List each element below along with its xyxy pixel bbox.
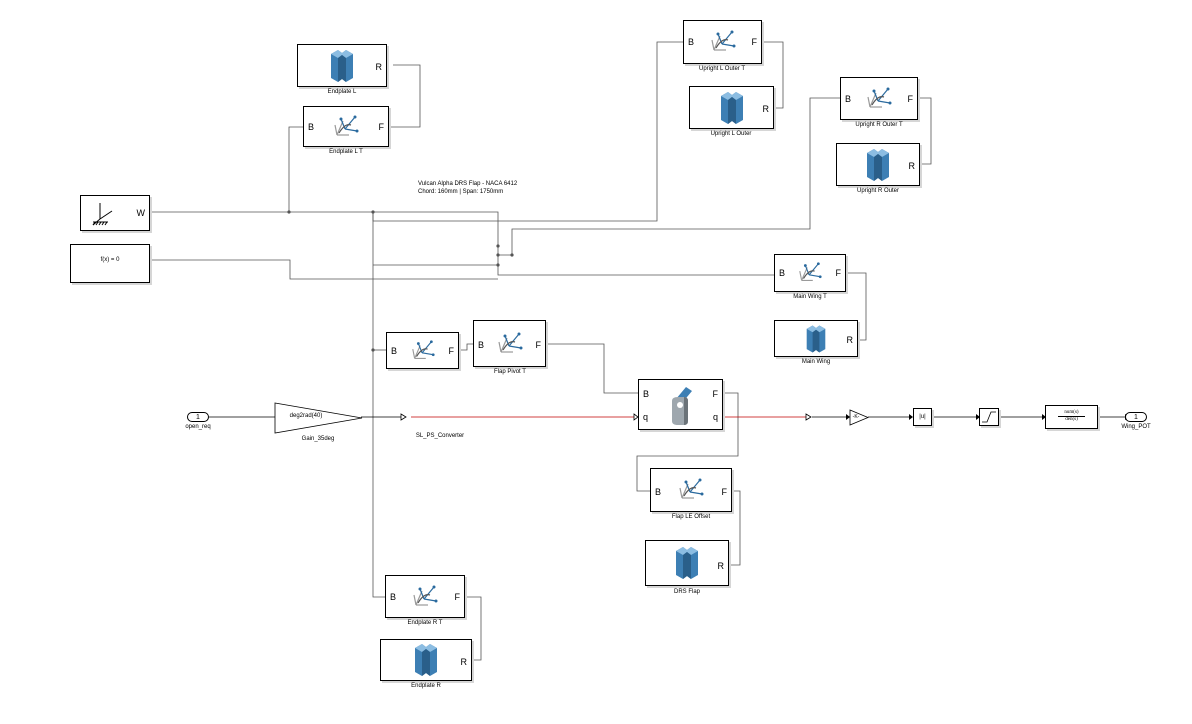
endplate-r-block[interactable]: R xyxy=(380,639,472,681)
solid-body-icon xyxy=(867,148,889,181)
solver-label: f(x) = 0 xyxy=(100,257,120,263)
wire-solver xyxy=(150,259,498,280)
saturation-icon xyxy=(982,411,996,423)
wire-up-l xyxy=(762,41,784,109)
upright-r-outer-t-block[interactable]: B F xyxy=(840,77,918,120)
upright-r-outer-block[interactable]: R xyxy=(836,143,920,186)
wire-main xyxy=(846,272,867,341)
main-wing-label: Main Wing xyxy=(801,359,831,365)
solid-body-icon xyxy=(676,547,698,579)
gain-block[interactable] xyxy=(274,402,364,434)
upright-l-outer-t-label: Upright L Outer T xyxy=(698,66,746,72)
main-wing-t-label: Main Wing T xyxy=(793,294,827,300)
endplate-l-block[interactable]: R xyxy=(297,44,387,87)
flap-le-offset-block[interactable]: B F xyxy=(650,468,732,512)
main-wing-block[interactable]: R xyxy=(774,320,858,357)
flap-pivot-t-block[interactable]: B F xyxy=(473,320,546,367)
endplate-r-t-block[interactable]: B F xyxy=(385,575,465,618)
wire-ep-l xyxy=(389,64,421,128)
upright-l-outer-block[interactable]: R xyxy=(689,86,774,129)
upright-r-outer-t-label: Upright R Outer T xyxy=(855,122,903,128)
gain-label: Gain_35deg xyxy=(301,436,335,442)
endplate-l-t-block[interactable]: B F xyxy=(303,106,389,147)
rigid-transform-icon xyxy=(679,478,704,499)
solid-body-icon xyxy=(806,324,826,353)
wire-upright-r xyxy=(498,97,840,256)
transfer-fcn-block[interactable]: num(s) den(s) xyxy=(1045,405,1098,429)
model-annotation: Vulcan Alpha DRS Flap - NACA 6412 Chord:… xyxy=(418,181,518,195)
gain-k-expr: -K- xyxy=(852,414,860,420)
drs-flap-label: DRS Flap xyxy=(673,589,701,595)
rigid-transform-icon xyxy=(411,339,435,359)
endplate-r-label: Endplate R xyxy=(411,683,441,689)
wire-ep-r xyxy=(465,596,482,661)
wire-pivot-joint xyxy=(546,343,638,394)
upright-l-outer-label: Upright L Outer xyxy=(710,131,752,137)
world-frame-icon xyxy=(92,203,113,226)
flap-le-offset-label: Flap LE Offset xyxy=(671,514,711,520)
drs-flap-block[interactable]: R xyxy=(645,540,729,586)
endplate-r-t-label: Endplate R T xyxy=(407,620,443,626)
abs-block[interactable]: |u| xyxy=(913,408,932,426)
rigid-transform-icon xyxy=(497,332,522,353)
endplate-l-t-label: Endplate L T xyxy=(329,149,363,155)
rigid-transform-icon xyxy=(799,262,822,281)
revolute-joint-icon xyxy=(671,386,692,425)
rigid-transform-icon xyxy=(413,585,438,606)
solid-body-icon xyxy=(331,49,353,82)
rigid-transform-icon xyxy=(334,115,359,136)
flap-pivot-t-label: Flap Pivot T xyxy=(494,369,526,375)
inport-open-req[interactable]: 1 xyxy=(187,412,209,422)
wire-trunk xyxy=(372,212,387,598)
endplate-l-label: Endplate L xyxy=(327,89,357,95)
outport-label: Wing_POT xyxy=(1121,424,1151,430)
rigid-transform-icon xyxy=(710,30,735,51)
main-wing-t-block[interactable]: B F xyxy=(774,254,846,292)
solid-body-icon xyxy=(415,644,437,676)
upright-l-outer-t-block[interactable]: B F xyxy=(683,20,762,64)
rigid-transform-icon xyxy=(867,87,892,108)
revolute-joint-block[interactable]: B q F q xyxy=(638,379,723,430)
wire-world-bus xyxy=(150,211,775,276)
wire-endplate-l xyxy=(288,126,303,212)
gain-expr: deg2rad(40) xyxy=(289,413,323,419)
world-frame-block[interactable]: W xyxy=(80,195,150,231)
inport-label: open_req xyxy=(185,424,211,430)
flap-pivot-t-unnamed-block[interactable]: B F xyxy=(386,332,459,369)
saturation-block[interactable] xyxy=(979,408,999,426)
upright-r-outer-label: Upright R Outer xyxy=(856,188,900,194)
converter-label: SL_PS_Converter xyxy=(415,433,465,439)
gain-k-block[interactable] xyxy=(849,409,869,426)
wire-up-r xyxy=(918,97,932,165)
outport-wing-pot[interactable]: 1 xyxy=(1125,412,1147,422)
wire-le-drs xyxy=(729,490,741,566)
wire-joint-le xyxy=(636,392,739,492)
solid-body-icon xyxy=(720,91,743,124)
solver-configuration-block[interactable]: f(x) = 0 xyxy=(70,244,150,283)
wire-pivot xyxy=(459,343,475,351)
